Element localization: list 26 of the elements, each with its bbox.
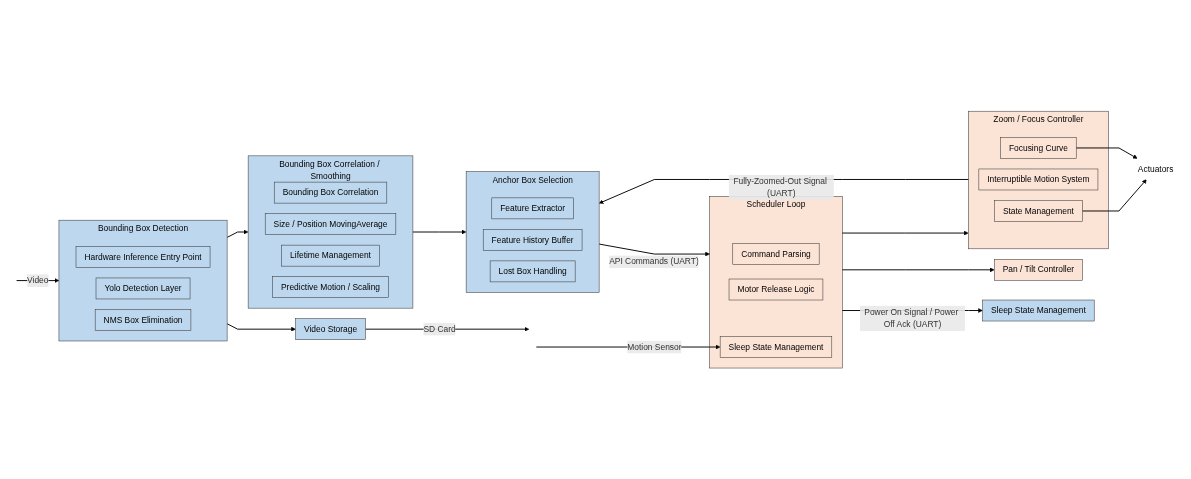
node-box: State Management (994, 200, 1083, 222)
edge-label: Power On Signal / Power Off Ack (UART) (864, 307, 959, 329)
node-box: Feature Extractor (491, 197, 574, 219)
edge-label: Fully-Zoomed-Out Signal (UART) (733, 176, 827, 198)
node-box: Command Parsing (732, 243, 820, 265)
node-text: Actuators (1137, 164, 1174, 174)
node-box: Sleep State Management (982, 299, 1095, 322)
node-box: Hardware Inference Entry Point (75, 246, 211, 268)
node-box: NMS Box Elimination (94, 309, 192, 331)
node-box: Bounding Box Correlation (273, 181, 388, 204)
edge-label: SD Card (423, 324, 456, 334)
node-box: Sleep State Management (719, 336, 833, 358)
edge-label: Motion Sensor (627, 342, 682, 352)
node-box: Video Storage (295, 318, 366, 340)
node-box: Yolo Detection Layer (95, 277, 191, 300)
node-box: Predictive Motion / Scaling (272, 276, 389, 298)
node-box: Focusing Curve (1000, 137, 1077, 159)
node-box: Interruptible Motion System (978, 168, 1099, 191)
node-box: Lifetime Management (281, 244, 380, 267)
edge-label: API Commands (UART) (609, 257, 699, 266)
node-box: Lost Box Handling (489, 260, 576, 283)
node-box: Motor Release Logic (728, 278, 824, 301)
edge-label: Video (27, 275, 49, 285)
node-box: Feature History Buffer (482, 229, 583, 251)
node-box: Size / Position MovingAverage (264, 213, 397, 235)
node-box: Pan / Tilt Controller (994, 258, 1083, 281)
